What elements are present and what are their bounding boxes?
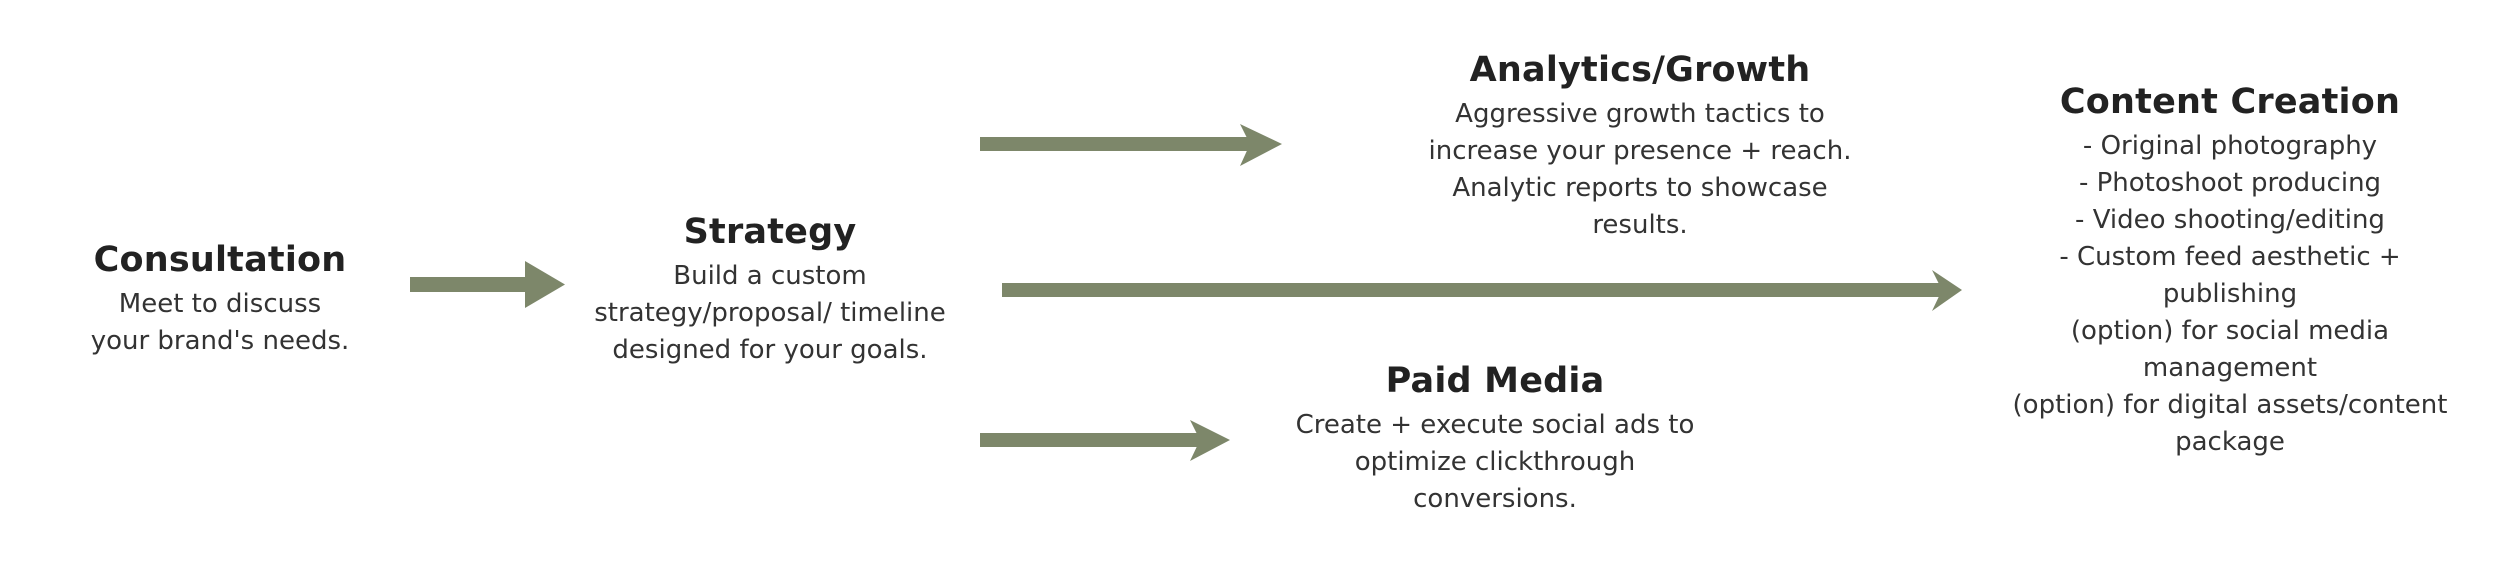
node-consultation: Consultation Meet to discuss your brand'… (40, 240, 400, 360)
node-paid-media-title: Paid Media (1385, 361, 1605, 401)
description-line: (option) for social media (2070, 316, 2390, 346)
description-line: - Photoshoot producing (2078, 168, 2382, 198)
node-strategy-title: Strategy (683, 212, 857, 252)
node-paid-media: Paid Media Create + execute social ads t… (1270, 361, 1720, 518)
node-consultation-description: Meet to discuss your brand's needs. (40, 286, 400, 360)
description-line: publishing (2162, 279, 2298, 309)
node-consultation-title: Consultation (93, 240, 347, 280)
node-content-creation: Content Creation - Original photography … (1990, 82, 2470, 461)
node-content-creation-title: Content Creation (2059, 82, 2401, 122)
description-line: conversions. (1413, 484, 1577, 514)
description-line: increase your presence + reach. (1428, 136, 1852, 166)
description-line: your brand's needs. (90, 326, 350, 356)
description-line: - Original photography (2082, 131, 2378, 161)
description-line: (option) for digital assets/content (2012, 390, 2448, 420)
node-analytics-growth-description: Aggressive growth tactics to increase yo… (1380, 96, 1900, 244)
node-paid-media-description: Create + execute social ads to optimize … (1270, 407, 1720, 518)
arrow-consultation-to-strategy (410, 261, 565, 308)
description-line: Create + execute social ads to (1295, 410, 1695, 440)
node-analytics-growth: Analytics/Growth Aggressive growth tacti… (1380, 50, 1900, 244)
description-line: - Custom feed aesthetic + (2059, 242, 2401, 272)
node-strategy-description: Build a custom strategy/proposal/ timeli… (570, 258, 970, 369)
arrow-strategy-to-paid-media (980, 420, 1230, 461)
node-content-creation-description: - Original photography - Photoshoot prod… (1990, 128, 2470, 461)
description-line: Meet to discuss (118, 289, 322, 319)
description-line: - Video shooting/editing (2075, 205, 2385, 235)
description-line: strategy/proposal/ timeline (594, 298, 946, 328)
description-line: optimize clickthrough (1354, 447, 1636, 477)
node-strategy: Strategy Build a custom strategy/proposa… (570, 212, 970, 369)
arrow-strategy-to-content-creation (1002, 270, 1962, 311)
description-line: designed for your goals. (612, 335, 928, 365)
description-line: Build a custom (673, 261, 867, 291)
node-analytics-growth-title: Analytics/Growth (1469, 50, 1811, 90)
description-line: Analytic reports to showcase (1452, 173, 1828, 203)
description-line: Aggressive growth tactics to (1455, 99, 1825, 129)
arrow-strategy-to-analytics (980, 124, 1282, 166)
description-line: results. (1592, 210, 1688, 240)
description-line: management (2142, 353, 2318, 383)
description-line: package (2175, 427, 2285, 457)
